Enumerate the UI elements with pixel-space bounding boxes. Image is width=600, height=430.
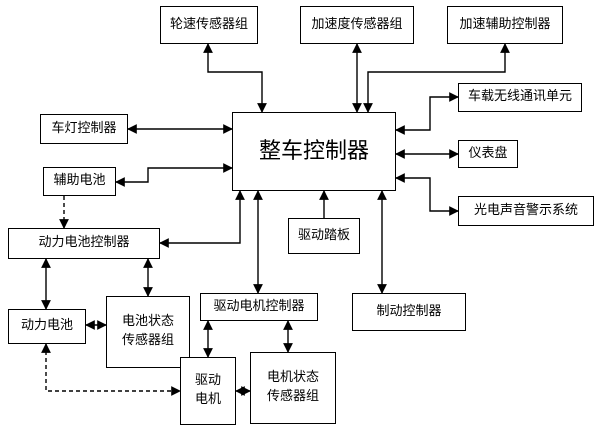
- link-wheel-speed-vcu: [203, 43, 267, 113]
- power-battery-ctrl-box: 动力电池控制器: [8, 228, 160, 259]
- dashed-battery-motor: [41, 343, 181, 396]
- wheel-speed-sensors-box: 轮速传感器组: [160, 6, 258, 44]
- accel-assist-ctrl-box: 加速辅助控制器: [447, 6, 563, 44]
- vcu-box: 整车控制器: [232, 112, 396, 191]
- accel-sensors-box: 加速度传感器组: [300, 6, 414, 44]
- wireless-unit-box: 车载无线通讯单元: [458, 83, 582, 112]
- motor-ctrl-box: 驱动电机控制器: [200, 293, 318, 321]
- motor-state-sensors-box: 电机状态 传感器组: [250, 352, 336, 424]
- sound-light-alarm-box: 光电声音警示系统: [458, 196, 594, 226]
- drive-motor-box: 驱动 电机: [180, 357, 236, 425]
- link-aux-battery-vcu: [115, 163, 233, 187]
- link-vcu-wireless: [395, 92, 459, 135]
- power-battery-box: 动力电池: [8, 309, 86, 344]
- link-vcu-alarm: [395, 173, 459, 216]
- link-accel-assist-vcu: [363, 43, 510, 113]
- dashboard-box: 仪表盘: [458, 140, 518, 168]
- brake-ctrl-box: 制动控制器: [352, 293, 466, 331]
- battery-state-sensors-box: 电池状态 传感器组: [106, 296, 190, 368]
- aux-battery-box: 辅助电池: [43, 167, 116, 196]
- drive-pedal-box: 驱动踏板: [288, 218, 360, 254]
- headlight-ctrl-box: 车灯控制器: [40, 114, 128, 144]
- link-bms-vcu: [159, 190, 245, 248]
